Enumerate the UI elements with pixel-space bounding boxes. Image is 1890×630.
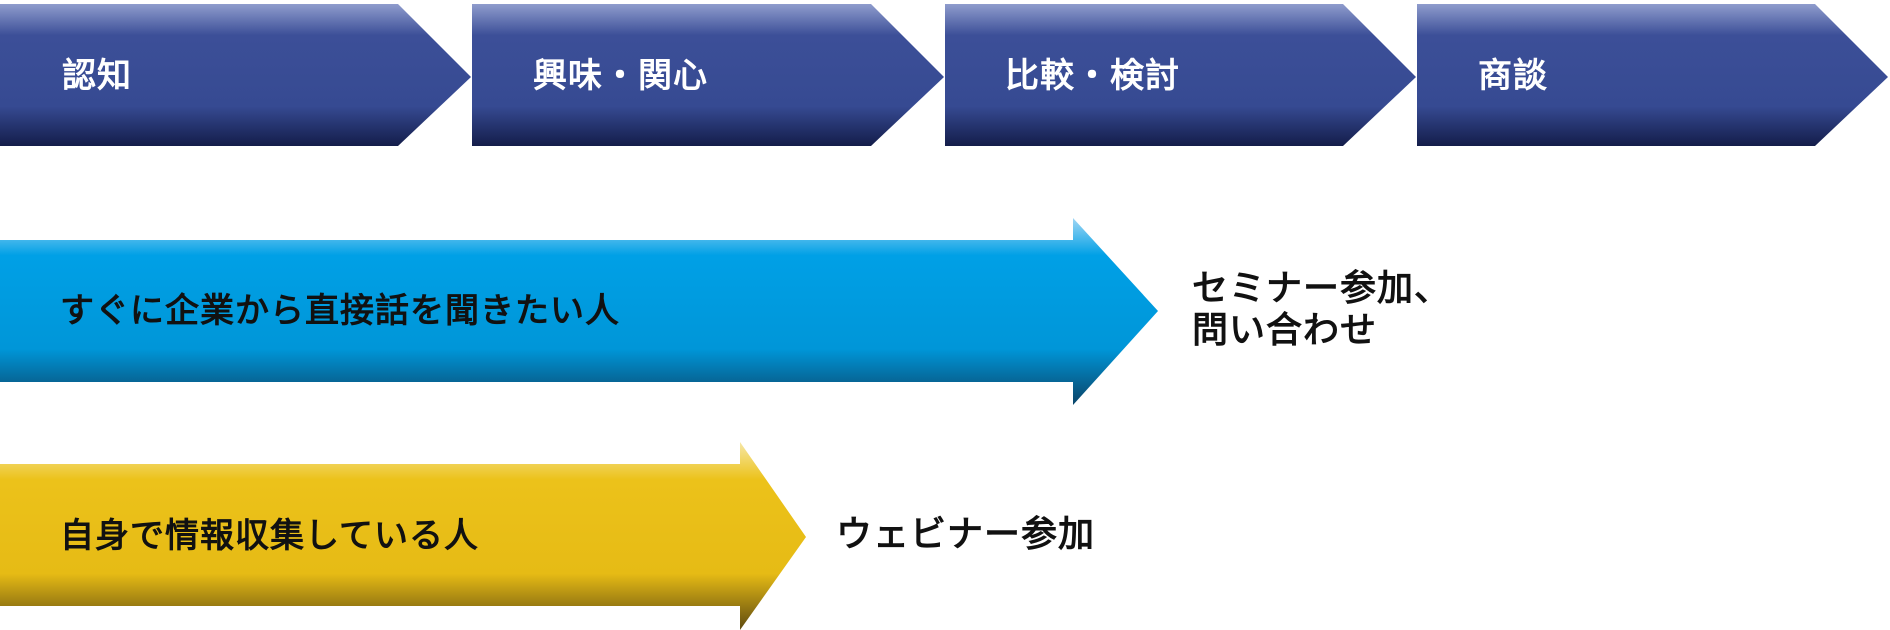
action-text-line-1: セミナー参加、: [1192, 268, 1452, 309]
stage-chevron-1: [0, 4, 471, 146]
action-text-seminar-inquiry: セミナー参加、 問い合わせ: [1192, 268, 1451, 352]
stage-label-negotiation: 商談: [1478, 56, 1548, 96]
stage-label-comparison: 比較・検討: [1005, 56, 1180, 96]
segment-arrow-immediate: [0, 218, 1158, 405]
action-text-line-1: ウェビナー参加: [836, 514, 1096, 555]
stage-label-awareness: 認知: [62, 56, 132, 96]
action-text-webinar: ウェビナー参加: [836, 514, 1095, 556]
segment-label-self-research: 自身で情報収集している人: [60, 516, 479, 556]
stage-chevron-2: [472, 4, 944, 146]
segment-label-immediate: すぐに企業から直接話を聞きたい人: [60, 291, 620, 331]
action-text-line-2: 問い合わせ: [1192, 310, 1378, 351]
segment-arrow-self-research: [0, 442, 806, 630]
stage-chevron-4: [1417, 4, 1888, 146]
stage-chevron-3: [945, 4, 1416, 146]
stage-label-interest: 興味・関心: [533, 56, 708, 96]
